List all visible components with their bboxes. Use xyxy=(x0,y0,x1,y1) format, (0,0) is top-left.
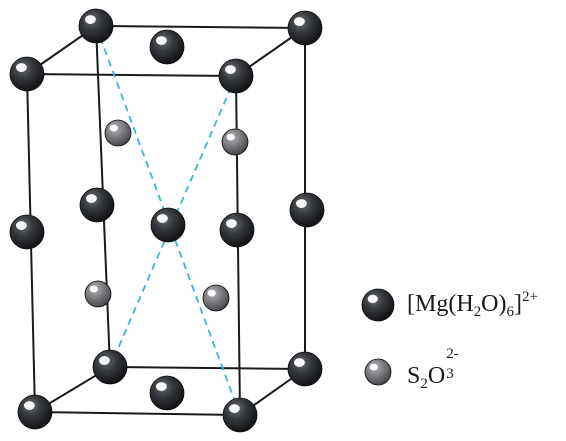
sphere-highlight xyxy=(225,219,237,228)
legend-cation-bracket-open: [ xyxy=(407,291,415,317)
anion-sphere-body xyxy=(104,119,132,147)
sphere-highlight xyxy=(84,15,96,24)
cation-sphere-body xyxy=(287,351,323,387)
cation-sphere xyxy=(9,214,45,250)
anion-sphere-body xyxy=(84,280,112,308)
sphere-highlight xyxy=(207,289,216,297)
cell-edge xyxy=(95,25,306,29)
sphere-highlight xyxy=(367,294,378,304)
cation-sphere xyxy=(17,394,53,430)
cation-sphere xyxy=(150,207,186,243)
cation-sphere xyxy=(9,56,45,92)
legend-cation-label: [Mg(H2O)6]2+ xyxy=(407,289,538,320)
cation-sphere xyxy=(79,187,115,223)
anion-sphere xyxy=(202,284,230,312)
legend-cation-sub1: 2 xyxy=(473,304,482,320)
legend-anion-el2: O xyxy=(427,363,446,389)
anion-sphere xyxy=(84,280,112,308)
legend-anion-stack: 2-3 xyxy=(445,347,467,383)
anion-sphere xyxy=(104,119,132,147)
cation-sphere-body xyxy=(219,212,255,248)
sphere-highlight xyxy=(23,401,35,410)
sphere-highlight xyxy=(228,404,240,413)
legend-anion-el1: S xyxy=(407,363,421,389)
sphere-highlight xyxy=(15,63,27,72)
cation-sphere-body xyxy=(92,349,128,385)
legend-cation-part2: O) xyxy=(481,291,507,317)
cation-sphere-body xyxy=(361,288,395,322)
sphere-highlight xyxy=(85,194,97,203)
legend-cation-sphere xyxy=(361,288,395,322)
cation-sphere xyxy=(222,397,258,433)
sphere-highlight xyxy=(155,36,167,45)
legend-cation-part1: Mg(H xyxy=(415,291,474,317)
sphere-highlight xyxy=(295,199,307,208)
cation-sphere-body xyxy=(150,207,186,243)
anion-sphere-body xyxy=(202,284,230,312)
cation-sphere-body xyxy=(287,10,323,46)
legend-anion-sub2: 3 xyxy=(446,366,454,382)
sphere-highlight xyxy=(369,363,378,371)
anion-sphere xyxy=(221,128,249,156)
anion-sphere-body xyxy=(364,358,392,386)
cation-sphere xyxy=(219,212,255,248)
cation-sphere-body xyxy=(149,375,185,411)
sphere-highlight xyxy=(89,285,98,293)
legend-anion-charge: 2- xyxy=(446,346,459,362)
cation-sphere-body xyxy=(78,8,114,44)
legend-cation-bracket-close: ] xyxy=(514,291,522,317)
cation-sphere xyxy=(287,351,323,387)
cation-sphere xyxy=(218,58,254,94)
cation-sphere-body xyxy=(17,394,53,430)
cation-sphere xyxy=(287,10,323,46)
cation-sphere xyxy=(289,192,325,228)
cell-edge xyxy=(26,73,237,77)
legend-cation-charge: 2+ xyxy=(522,289,538,305)
cation-sphere xyxy=(78,8,114,44)
cation-sphere-body xyxy=(222,397,258,433)
legend-cation-sub2: 6 xyxy=(506,304,515,320)
cation-sphere-body xyxy=(289,192,325,228)
cell-edge xyxy=(34,411,241,416)
cation-sphere-body xyxy=(149,29,185,65)
sphere-highlight xyxy=(226,133,235,141)
sphere-highlight xyxy=(293,358,305,367)
cation-sphere-body xyxy=(9,214,45,250)
sphere-highlight xyxy=(155,382,167,391)
cation-sphere xyxy=(149,29,185,65)
cell-edge xyxy=(109,366,306,370)
sphere-highlight xyxy=(224,65,236,74)
cation-sphere-body xyxy=(9,56,45,92)
legend-anion-sub1: 2 xyxy=(420,376,428,392)
cation-sphere-body xyxy=(218,58,254,94)
sphere-highlight xyxy=(156,214,168,223)
ion-spheres xyxy=(9,8,395,433)
anion-sphere-body xyxy=(221,128,249,156)
sphere-highlight xyxy=(109,124,118,132)
legend-anion-sphere xyxy=(364,358,392,386)
sphere-highlight xyxy=(98,356,110,365)
cation-sphere xyxy=(149,375,185,411)
sphere-highlight xyxy=(15,221,27,230)
cation-sphere-body xyxy=(79,187,115,223)
sphere-highlight xyxy=(293,17,305,26)
cation-sphere xyxy=(92,349,128,385)
